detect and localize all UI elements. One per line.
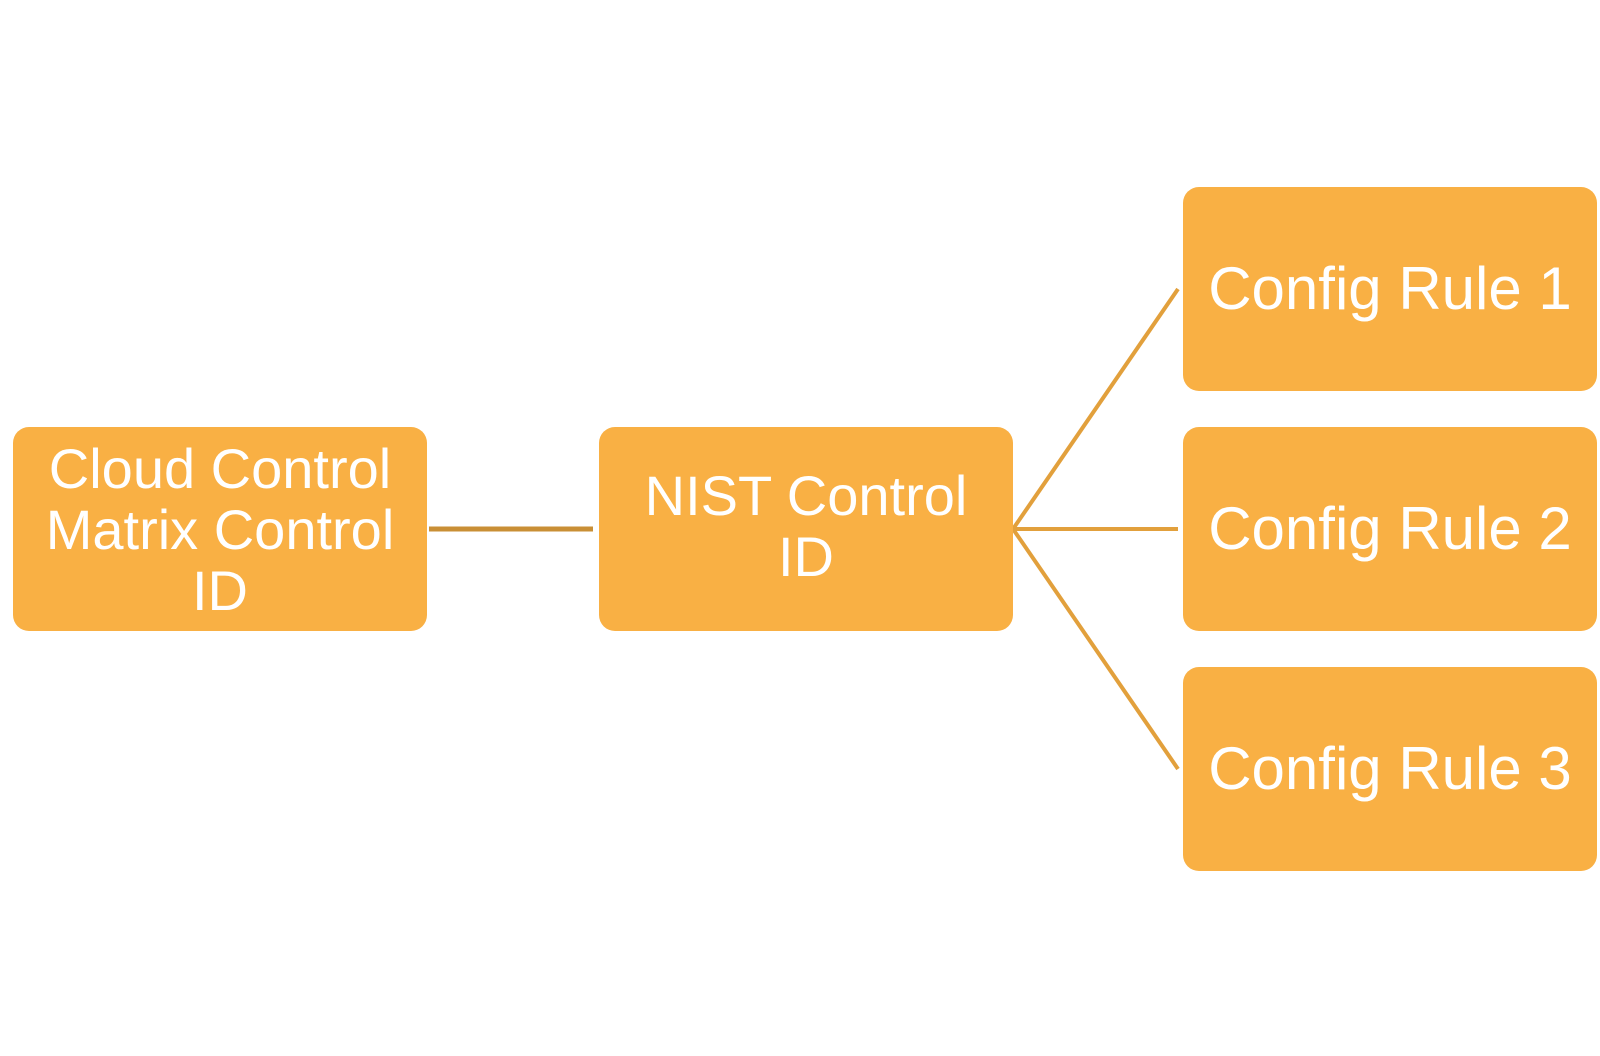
node-label: Config Rule 1 (1208, 255, 1572, 322)
node-config-rule-2: Config Rule 2 (1183, 427, 1597, 631)
node-label: NIST Control ID (644, 464, 968, 588)
node-cloud-control-matrix-id: Cloud Control Matrix Control ID (13, 427, 427, 631)
node-nist-control-id: NIST Control ID (599, 427, 1013, 631)
node-label: Config Rule 2 (1208, 495, 1572, 562)
node-label: Config Rule 3 (1208, 735, 1572, 802)
node-label: Cloud Control Matrix Control ID (45, 436, 395, 622)
node-config-rule-3: Config Rule 3 (1183, 667, 1597, 871)
edge-nist-to-rule1 (1011, 287, 1180, 531)
node-config-rule-1: Config Rule 1 (1183, 187, 1597, 391)
edge-nist-to-rule3 (1011, 527, 1180, 771)
